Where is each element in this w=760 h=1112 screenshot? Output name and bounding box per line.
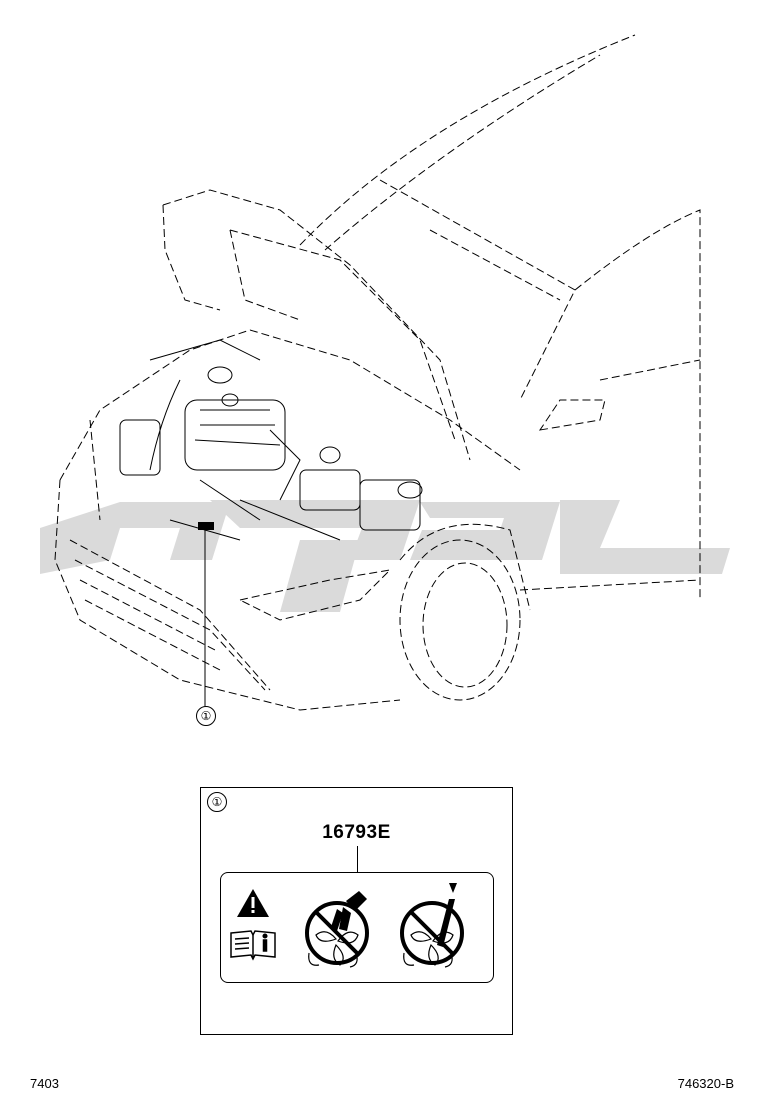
vehicle-outline xyxy=(54,34,701,711)
watermark-logo xyxy=(40,500,730,612)
caution-label-graphic xyxy=(230,883,464,968)
part-leader-line xyxy=(357,846,358,872)
warning-triangle-icon xyxy=(237,889,269,917)
illustration-callout: ① xyxy=(196,706,216,726)
footer-right-code: 746320-B xyxy=(677,1076,734,1091)
caution-label xyxy=(220,872,494,983)
no-tool-fan-icon xyxy=(400,883,464,968)
label-detail-box: ① 16793E xyxy=(200,787,513,1035)
engine-components xyxy=(119,339,423,541)
vehicle-engine-bay-illustration xyxy=(40,34,730,711)
part-number: 16793E xyxy=(322,822,391,843)
detail-callout: ① xyxy=(207,792,227,812)
label-location-marker xyxy=(198,522,214,530)
footer-left-code: 7403 xyxy=(30,1076,59,1091)
manual-info-icon xyxy=(230,930,276,961)
no-hand-fan-icon xyxy=(305,891,369,968)
